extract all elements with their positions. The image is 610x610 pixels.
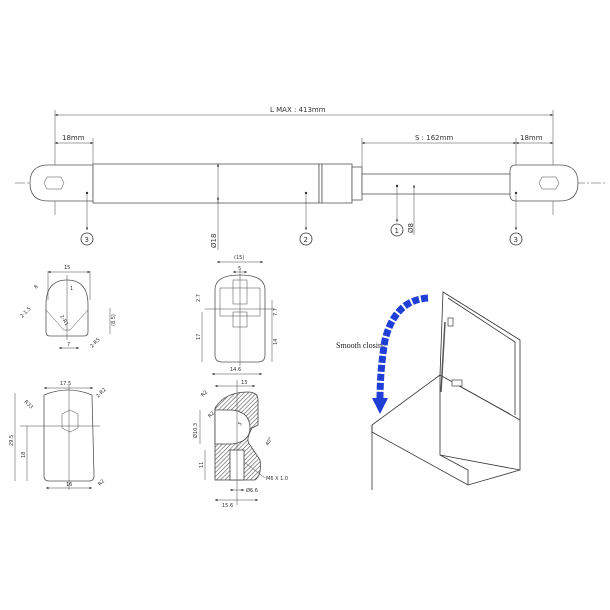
- dim-label: 17.5: [60, 381, 71, 387]
- dim-label: 15.6: [222, 503, 233, 509]
- dim-label: 2-R1: [58, 314, 69, 327]
- right-end-length-label: 18mm: [520, 134, 543, 142]
- left-end-fitting: [29, 164, 94, 202]
- callout-3-right: 3: [509, 191, 523, 246]
- callout-label: 2: [304, 236, 308, 244]
- dim-label: 2-R2: [95, 387, 107, 399]
- dim-label: 8: [33, 284, 39, 290]
- dim-label: 29.5: [9, 435, 15, 446]
- length-max-label: L MAX : 413mm: [270, 106, 326, 114]
- closing-arrowhead-icon: [372, 398, 388, 414]
- dim-label: 17: [196, 334, 202, 340]
- box-closing-illustration: Smooth closing: [336, 291, 521, 490]
- left-end-length-label: 18mm: [62, 134, 85, 142]
- dim-label: 16: [66, 482, 72, 488]
- dim-label: R2: [97, 478, 106, 487]
- dim-label: (8.5): [111, 314, 117, 326]
- dim-label: 2.7: [196, 294, 202, 302]
- end-fitting-detail-top-right: (15) 5 2.7 17 7.7 14: [196, 255, 279, 366]
- end-fitting-section-bottom-right: 14.6 13 R2 R2 Ø10.3 5 11 40° M6 X 1.0 Ø6…: [192, 367, 288, 509]
- dim-label: 1: [70, 286, 73, 292]
- piston-rod: [361, 173, 517, 195]
- dim-label: 15: [64, 265, 70, 271]
- dim-label: 14: [273, 339, 279, 345]
- rod-diameter-label: Ø8: [407, 223, 415, 233]
- end-fitting-detail-top-left: 15 8 2-1.5 7 2-R1 2-R5 (8.5) 1: [19, 265, 117, 349]
- right-end-fitting: [509, 164, 579, 202]
- dim-label: 7.7: [273, 308, 279, 316]
- callout-1: 1: [390, 184, 404, 237]
- smooth-closing-caption: Smooth closing: [336, 341, 386, 350]
- closing-arrow-icon: [376, 294, 429, 401]
- body-diameter-label: Ø18: [210, 234, 218, 248]
- dim-label: 18: [21, 452, 27, 458]
- dim-label: 5: [237, 421, 243, 427]
- dim-label: Ø6.6: [246, 487, 258, 494]
- end-fitting-detail-bottom-left: 17.5 2-R2 R33 29.5 18 16 R2: [9, 381, 108, 490]
- dim-label: 5: [238, 266, 241, 272]
- gas-spring-main-view: L MAX : 413mm 18mm S : 162mm 18mm Ø18 Ø8…: [15, 106, 605, 250]
- dim-label: 2-1.5: [19, 306, 32, 319]
- cylinder-body: [92, 163, 320, 204]
- hex-socket-icon: [61, 409, 79, 433]
- dim-label: 40°: [265, 436, 275, 447]
- thread-label: M6 X 1.0: [266, 476, 288, 482]
- callout-2: 2: [299, 191, 313, 246]
- dim-label: 13: [241, 380, 247, 386]
- callout-label: 1: [395, 227, 399, 235]
- dim-label: R2: [207, 410, 216, 419]
- dim-label: 11: [199, 462, 205, 468]
- dim-label: 14.6: [230, 367, 241, 373]
- callout-3-left: 3: [80, 191, 94, 246]
- dim-label: R2: [200, 389, 209, 398]
- dim-label: Ø10.3: [192, 423, 199, 438]
- dim-label: 2-R5: [89, 337, 101, 349]
- dim-label: 7: [67, 342, 70, 348]
- stroke-label: S : 162mm: [415, 134, 453, 142]
- callout-label: 3: [514, 236, 518, 244]
- callout-label: 3: [85, 236, 89, 244]
- hex-socket-icon: [43, 176, 65, 190]
- dim-label: R33: [23, 399, 34, 410]
- dim-label: (15): [234, 255, 244, 261]
